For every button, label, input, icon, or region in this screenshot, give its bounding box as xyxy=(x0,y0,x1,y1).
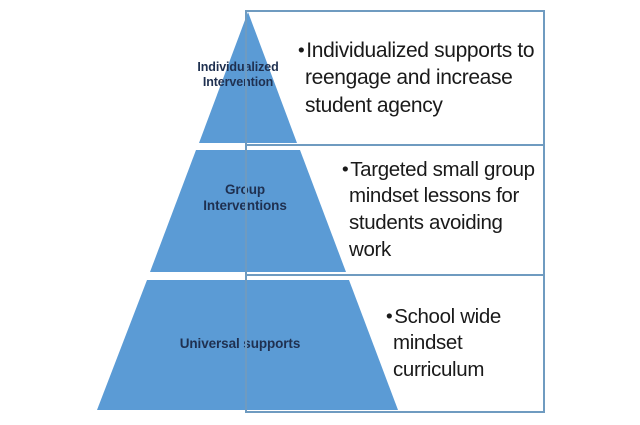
description-text-tier-2: •Targeted small group mindset lessons fo… xyxy=(340,157,539,264)
bullet-icon: • xyxy=(296,40,307,62)
pyramid-tier-3-shape xyxy=(97,280,398,410)
description-body-tier-2: Targeted small group mindset lessons for… xyxy=(349,157,535,261)
description-text-tier-1: •Individualized supports to reengage and… xyxy=(296,37,543,119)
description-divider-2 xyxy=(245,274,545,276)
description-body-tier-1: Individualized supports to reengage and … xyxy=(305,39,535,117)
description-row-tier-2: •Targeted small group mindset lessons fo… xyxy=(245,146,543,274)
description-row-tier-1: •Individualized supports to reengage and… xyxy=(245,12,543,144)
bullet-icon: • xyxy=(384,305,395,327)
pyramid-tier-1-shape xyxy=(199,12,297,143)
description-body-tier-3: School wide mindset curriculum xyxy=(393,304,501,381)
bullet-icon: • xyxy=(340,159,351,180)
description-row-tier-3: •School wide mindset curriculum xyxy=(245,276,543,411)
description-divider-1 xyxy=(245,144,545,146)
pyramid-tier-2-shape xyxy=(150,150,346,272)
description-text-tier-3: •School wide mindset curriculum xyxy=(384,304,539,384)
